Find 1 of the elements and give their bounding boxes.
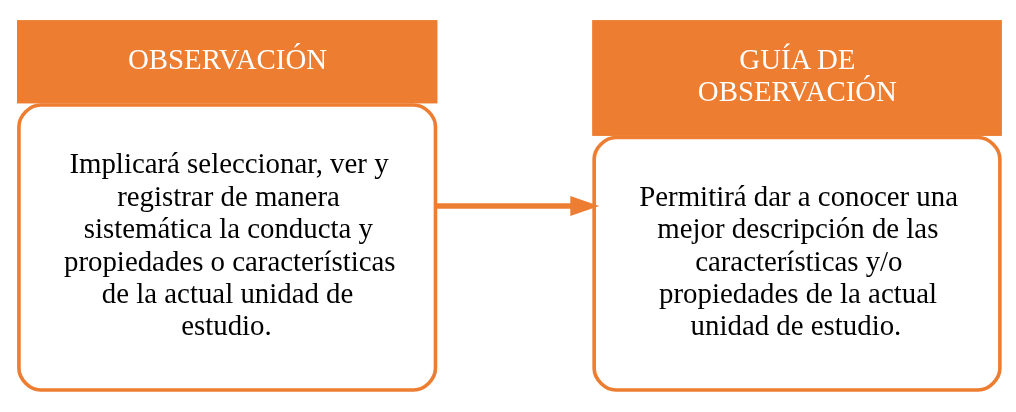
arrow	[436, 195, 599, 217]
